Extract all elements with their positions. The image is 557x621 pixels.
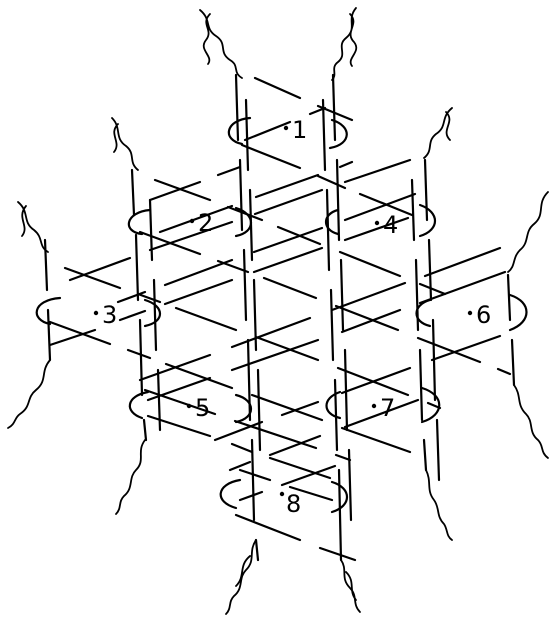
loop-6-right [510, 295, 527, 330]
cell-4-label: 4 [383, 211, 398, 239]
loop-8-left [221, 480, 240, 508]
loop-7-left [327, 392, 341, 418]
descending-strands [50, 78, 510, 560]
cell-7: 7 [372, 394, 395, 422]
cell-1: 1 [284, 116, 307, 144]
cell-6-dot [468, 311, 472, 315]
tail-upper-right [424, 108, 452, 158]
tail-right-upper [508, 192, 548, 272]
cell-3: 3 [94, 301, 117, 329]
cell-8-dot [280, 492, 284, 496]
cell-2-label: 2 [198, 209, 213, 237]
tail-left-lower [8, 360, 50, 428]
cell-3-label: 3 [102, 301, 117, 329]
descending-strand-10 [236, 515, 355, 560]
cell-2: 2 [190, 209, 213, 237]
cell-6: 6 [468, 301, 491, 329]
cell-4-dot [375, 221, 379, 225]
cell-3-dot [94, 311, 98, 315]
ascending-strand-1 [245, 108, 325, 140]
loop-2-left [129, 210, 150, 234]
cell-8: 8 [280, 490, 301, 518]
cell-5-dot [187, 404, 191, 408]
cell-5-label: 5 [195, 394, 210, 422]
cell-labels: 1 2 4 3 6 5 7 8 [94, 116, 491, 518]
tail-right-lower [514, 385, 548, 458]
cell-7-dot [372, 404, 376, 408]
descending-strand-8 [148, 416, 330, 478]
cell-7-label: 7 [380, 394, 395, 422]
loop-3-right [145, 300, 160, 326]
descending-strand-1 [255, 78, 352, 120]
ascending-strand-3 [160, 162, 352, 232]
loop-5-left [130, 392, 148, 418]
tail-lower-left [116, 440, 145, 514]
tail-top-right [332, 8, 356, 80]
cell-5: 5 [187, 394, 210, 422]
cell-8-label: 8 [286, 490, 301, 518]
cell-6-label: 6 [476, 301, 491, 329]
cell-1-label: 1 [292, 116, 307, 144]
twisted-tails [8, 8, 548, 614]
tail-left-upper [18, 202, 48, 252]
tail-top-left [200, 10, 242, 78]
loop-1-right [330, 120, 347, 148]
tail-upper-left [112, 118, 138, 170]
loop-2-right [236, 208, 251, 236]
tail-bottom-left [226, 540, 256, 614]
tail-bottom-right [341, 560, 360, 612]
cell-2-dot [190, 219, 194, 223]
cell-4: 4 [375, 211, 398, 239]
cell-1-dot [284, 126, 288, 130]
descending-strand-5 [65, 268, 440, 408]
